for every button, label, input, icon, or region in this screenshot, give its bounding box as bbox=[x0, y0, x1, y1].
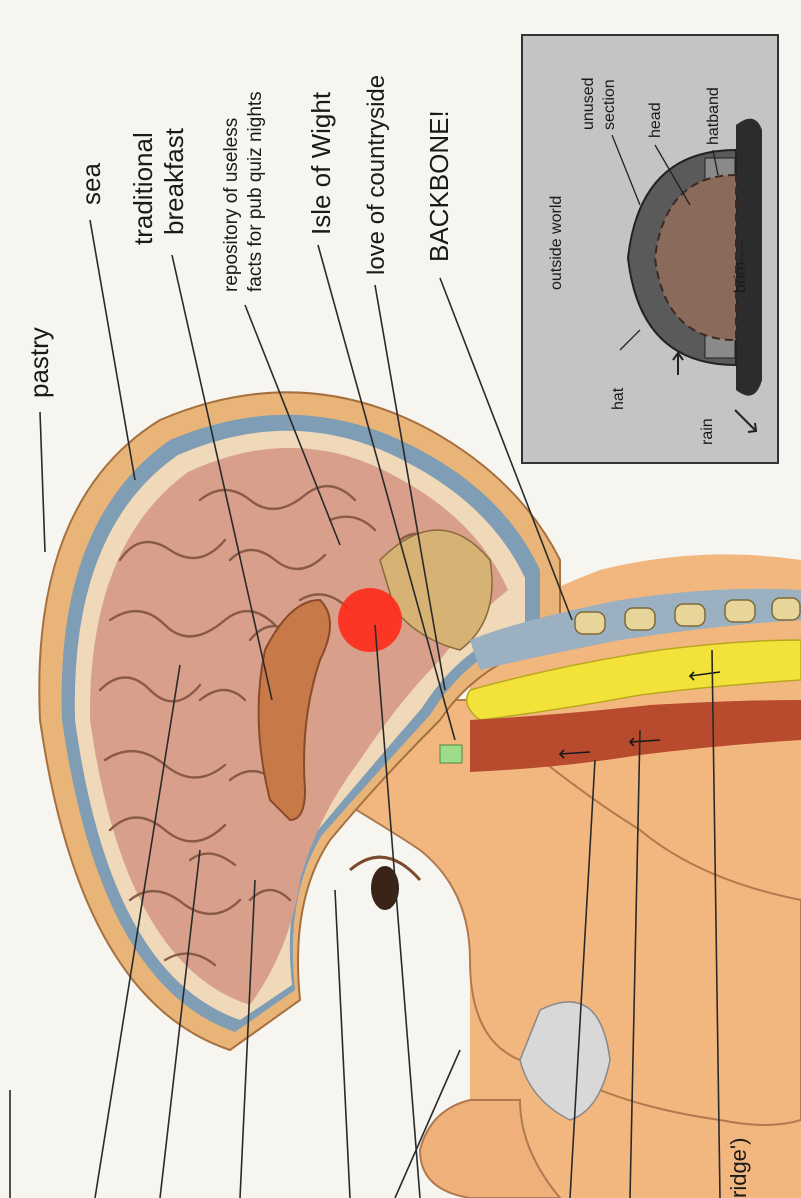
label-backbone: BACKBONE! bbox=[424, 110, 454, 262]
hat-inset: outside world unused section head hatban… bbox=[522, 35, 778, 463]
inset-brim-label: brim bbox=[732, 262, 749, 293]
label-traditional-1: traditional bbox=[128, 132, 158, 245]
label-love-of-countryside: love of countryside bbox=[363, 75, 390, 275]
label-repository-1: repository of useless bbox=[221, 118, 242, 292]
label-isle-of-wight: Isle of Wight bbox=[306, 91, 336, 235]
inset-outside-world: outside world bbox=[548, 196, 565, 290]
label-cut-edge: ridge') bbox=[726, 1138, 751, 1198]
inset-unused-1: unused bbox=[580, 78, 597, 131]
inset-unused-2: section bbox=[601, 79, 618, 130]
red-hotspot bbox=[338, 588, 402, 652]
inset-hat-label: hat bbox=[610, 387, 627, 410]
inset-rain-label: rain bbox=[699, 418, 716, 445]
green-gland bbox=[440, 745, 462, 763]
hat-brim bbox=[736, 119, 762, 396]
label-repository-2: facts for pub quiz nights bbox=[245, 91, 266, 292]
inset-hatband-label: hatband bbox=[705, 87, 722, 145]
label-traditional-2: breakfast bbox=[159, 127, 189, 235]
label-sea: sea bbox=[76, 163, 106, 205]
label-pastry: pastry bbox=[24, 327, 54, 398]
head-illustration bbox=[39, 392, 801, 1198]
inset-head-label: head bbox=[647, 102, 664, 138]
